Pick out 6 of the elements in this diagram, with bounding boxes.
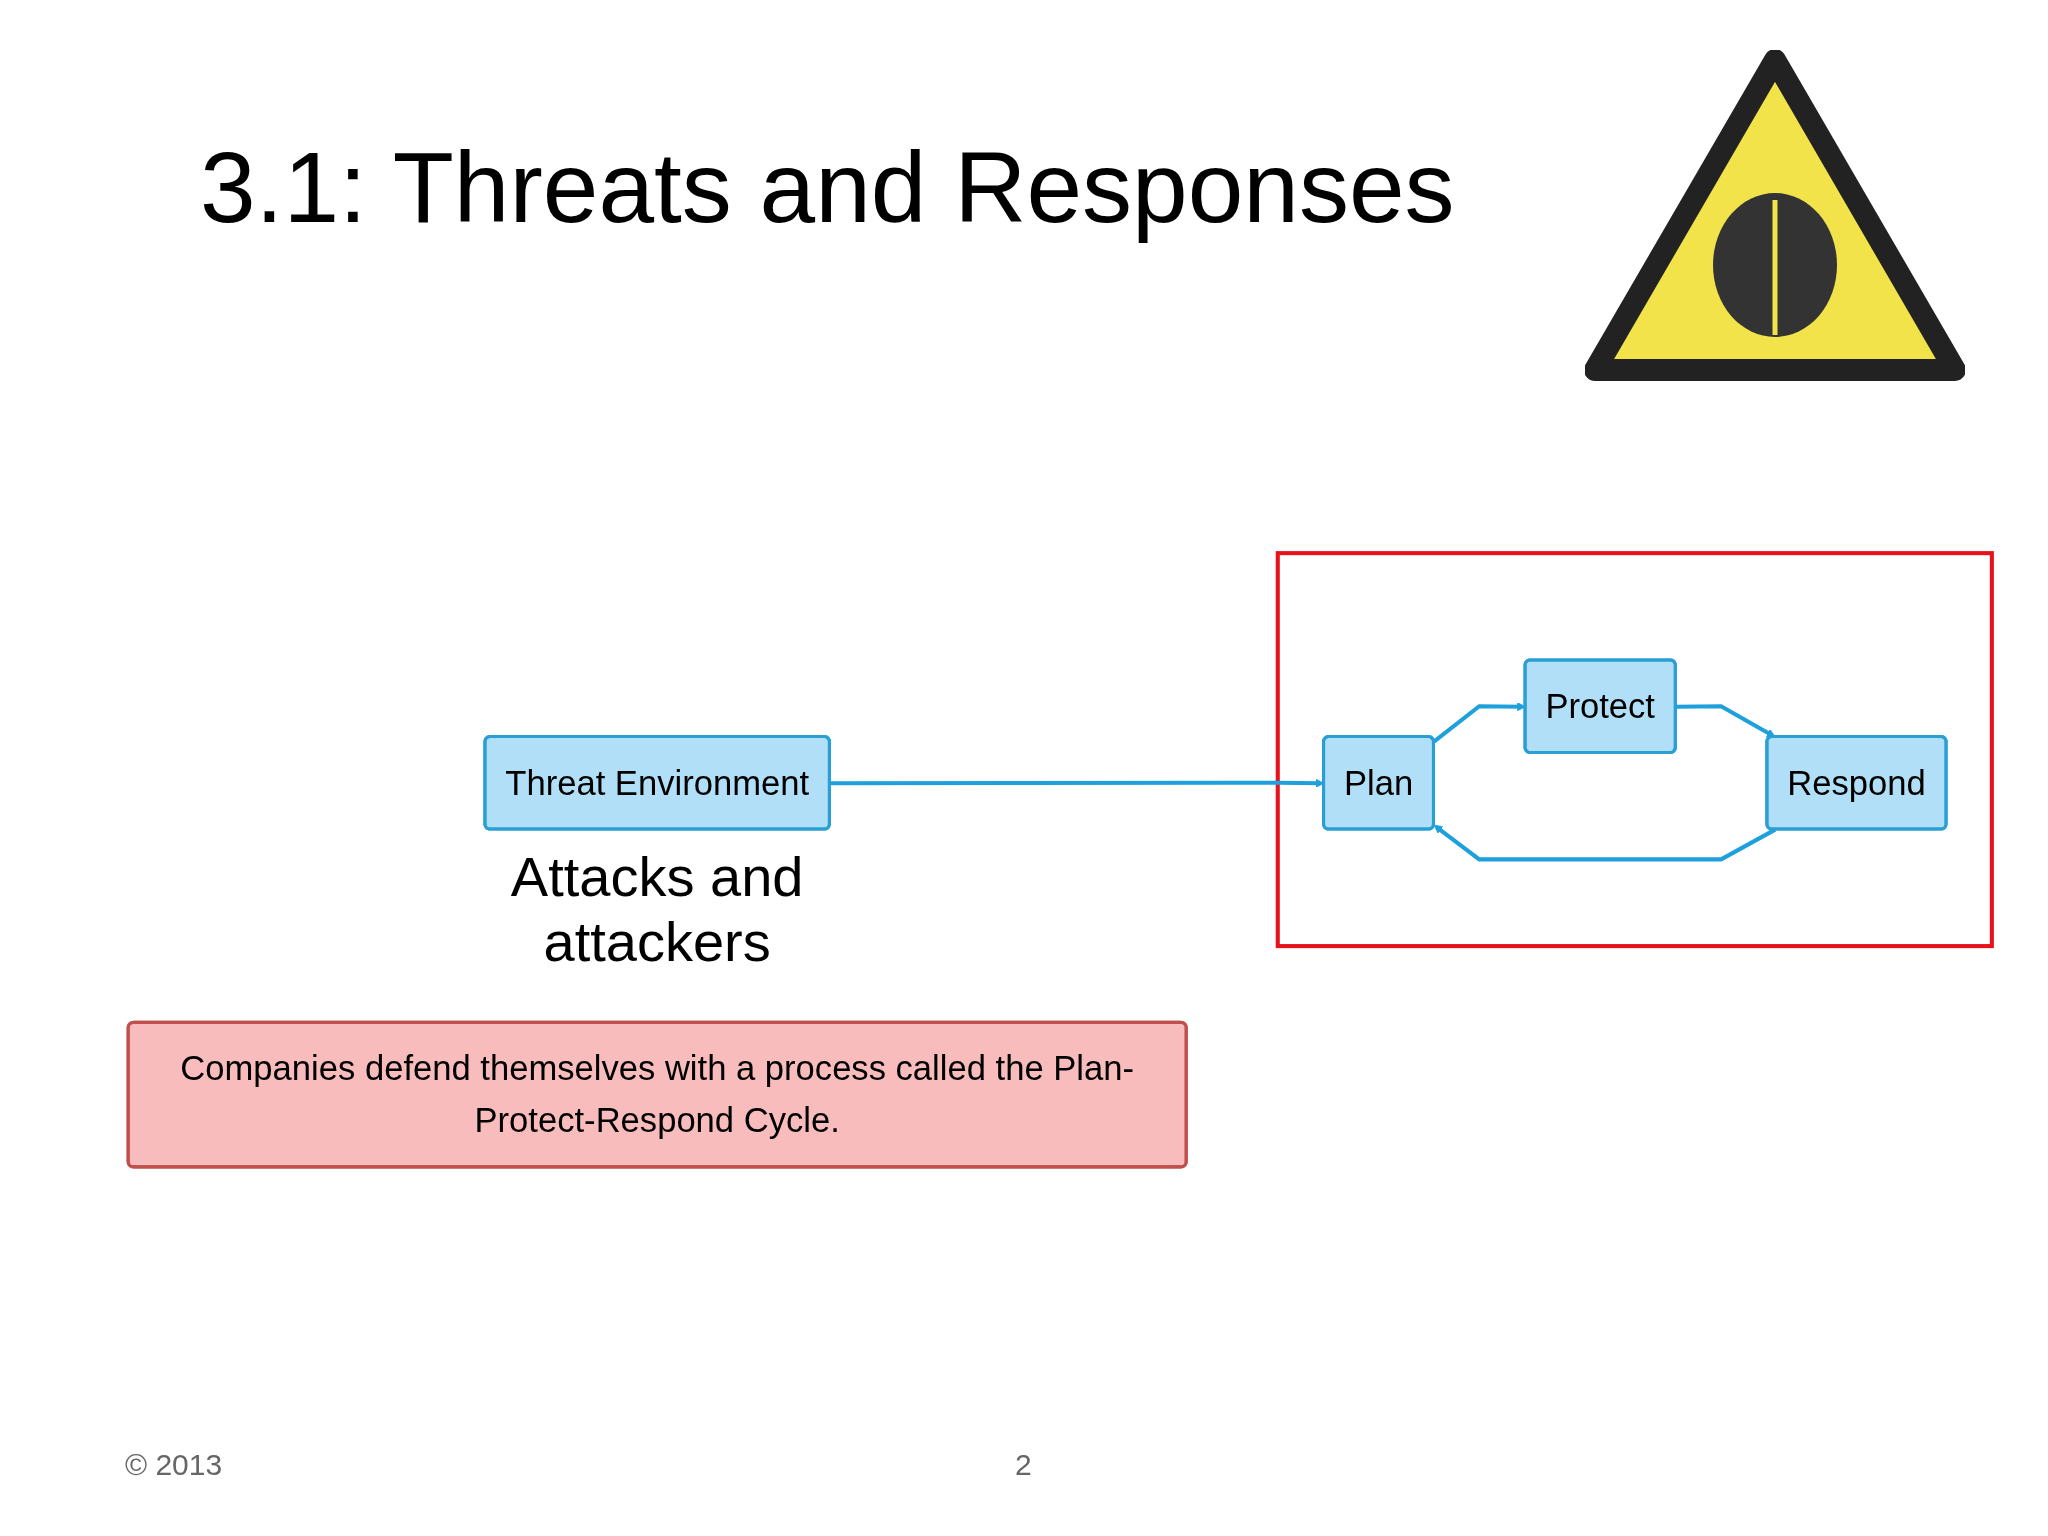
node-caption: Attacks and attackers (509, 844, 805, 975)
cluster (1275, 551, 1994, 949)
arrow (1433, 824, 1777, 862)
slide-title: 3.1: Threats and Responses (200, 130, 1455, 245)
page-number: 2 (1015, 1448, 1032, 1482)
copyright-note: © 2013 (125, 1448, 223, 1482)
